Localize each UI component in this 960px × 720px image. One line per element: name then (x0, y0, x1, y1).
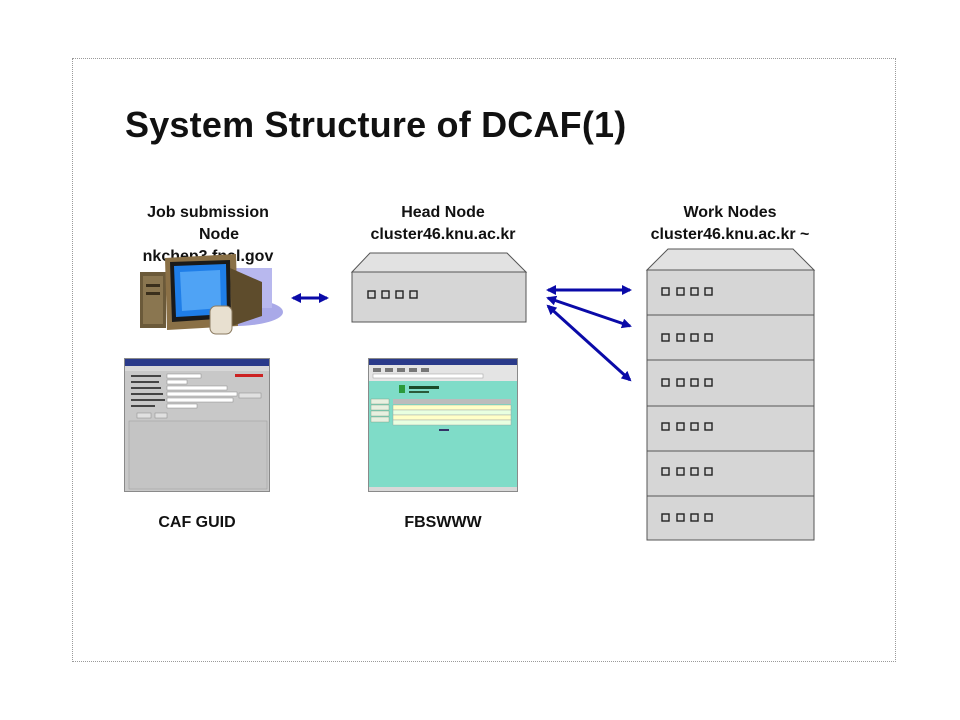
head-node-title: Head Node (401, 204, 485, 221)
work-node-1 (646, 269, 815, 316)
caf-gui-caption: CAF GUID (158, 514, 236, 531)
work-nodes-host: cluster46.knu.ac.kr ~ (650, 226, 810, 243)
slide-frame (72, 58, 896, 662)
arrow-head-work-3 (546, 304, 632, 382)
work-nodes-title: Work Nodes (683, 204, 777, 221)
job-submission-line-1: Job submission (147, 204, 269, 221)
arrow-head-work-2 (546, 295, 632, 329)
work-node-3 (646, 359, 815, 407)
fbswww-screenshot (368, 358, 518, 492)
fbswww-thumbnail (369, 359, 517, 491)
work-node-6 (646, 495, 815, 541)
work-nodes-label: Work Nodes cluster46.knu.ac.kr ~ (630, 202, 830, 246)
caf-gui-thumbnail (125, 359, 269, 490)
work-node-4 (646, 405, 815, 452)
computer-icon (140, 254, 283, 335)
work-nodes-rack (645, 248, 816, 541)
job-submission-line-2: Node (199, 226, 239, 243)
head-node-label: Head Node cluster46.knu.ac.kr (343, 202, 543, 246)
fbswww-caption: FBSWWW (404, 514, 482, 531)
caf-gui-screenshot (124, 358, 270, 492)
work-node-5 (646, 450, 815, 497)
head-node-server (350, 252, 528, 323)
work-node-2 (646, 314, 815, 361)
head-node-host: cluster46.knu.ac.kr (370, 226, 516, 243)
page-title: System Structure of DCAF(1) (125, 104, 627, 145)
